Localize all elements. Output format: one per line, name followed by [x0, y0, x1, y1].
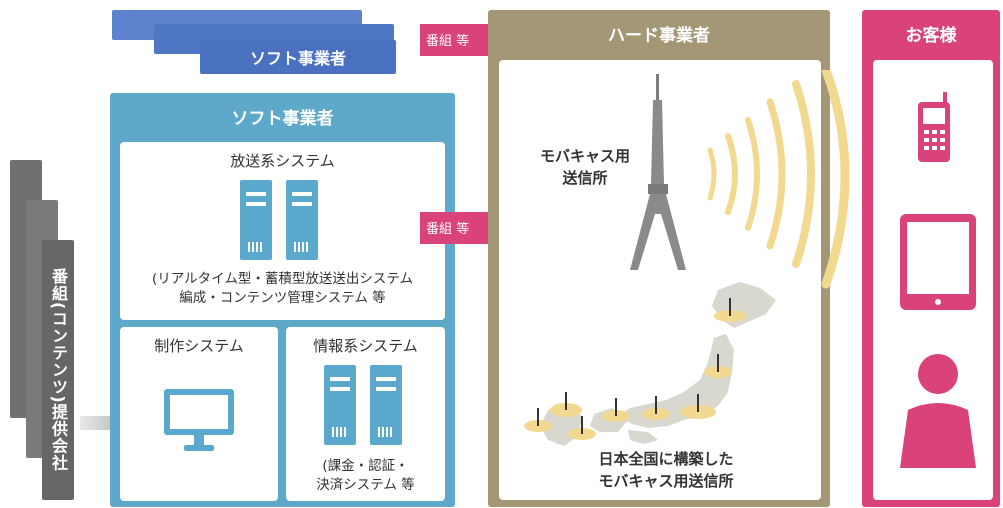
broadcast-system-note-line2: 編成・コンテンツ管理システム 等 [179, 290, 386, 306]
person-icon [898, 352, 978, 472]
tower-label-line1: モバキャス用 [539, 147, 630, 165]
broadcast-system-note: (リアルタイム型・蓄積型放送送出システム 編成・コンテンツ管理システム 等 [120, 270, 445, 308]
broadcast-system-title: 放送系システム [230, 152, 335, 170]
content-provider-box: 番組(コンテンツ)提供会社 [42, 240, 74, 500]
signal-waves-icon [700, 65, 870, 294]
info-system-title: 情報系システム [313, 337, 418, 355]
tower-label-line2: 送信所 [562, 169, 608, 187]
mobile-phone-icon [918, 92, 952, 168]
tablet-icon [900, 214, 976, 314]
content-provider-label: 番組(コンテンツ)提供会社 [49, 268, 68, 472]
customer-title: お客様 [905, 25, 957, 46]
soft-operator-stack-front: ソフト事業者 [200, 40, 396, 74]
server-icon [286, 180, 318, 260]
info-system-note-line1: (課金・認証・ [322, 458, 409, 474]
info-system-note-line2: 決済システム 等 [316, 477, 415, 493]
program-arrow-top-label: 番組 等 [426, 34, 470, 49]
program-arrow-middle-label: 番組 等 [426, 222, 470, 237]
broadcast-system-note-line1: (リアルタイム型・蓄積型放送送出システム [152, 271, 413, 287]
info-system-note: (課金・認証・ 決済システム 等 [286, 457, 445, 495]
server-icon [324, 365, 356, 445]
info-system-panel: 情報系システム (課金・認証・ 決済システム 等 [286, 327, 445, 501]
server-icon [240, 180, 272, 260]
soft-operator-title: ソフト事業者 [231, 108, 334, 129]
monitor-icon [164, 389, 234, 459]
broadcast-system-panel: 放送系システム (リアルタイム型・蓄積型放送送出システム 編成・コンテンツ管理シ… [120, 142, 445, 320]
server-icon [370, 365, 402, 445]
hard-operator-title: ハード事業者 [608, 25, 710, 46]
map-label-line2: モバキャス用送信所 [598, 472, 734, 490]
tower-icon [628, 74, 688, 274]
soft-operator-stack-label: ソフト事業者 [249, 49, 346, 68]
map-label-line1: 日本全国に構築した [598, 450, 734, 468]
production-system-title: 制作システム [154, 337, 244, 355]
tower-label: モバキャス用 送信所 [520, 145, 650, 189]
japan-map-icon [508, 276, 808, 456]
production-system-panel: 制作システム [120, 327, 278, 501]
map-label: 日本全国に構築した モバキャス用送信所 [556, 448, 776, 492]
